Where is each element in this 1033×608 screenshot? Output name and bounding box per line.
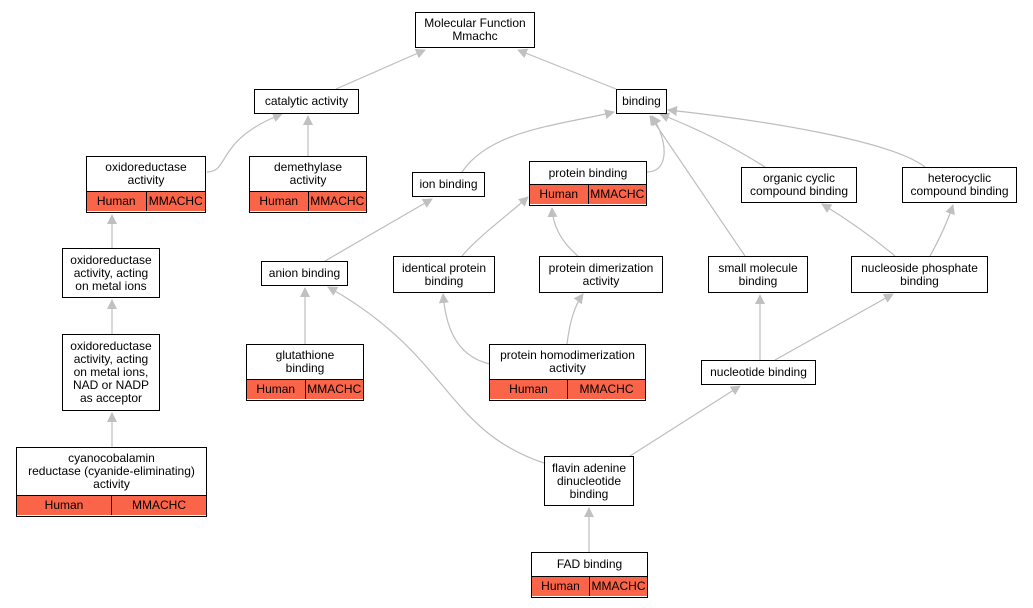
node-nucleotide-binding[interactable]: nucleotide binding	[701, 360, 816, 385]
node-label: flavin adenine dinucleotide binding	[551, 460, 627, 501]
node-protein-homodimerization-activity[interactable]: protein homodimerization activity Human …	[489, 344, 646, 401]
species-cell: Human	[44, 498, 84, 512]
node-fad-binding[interactable]: FAD binding Human MMACHC	[531, 552, 648, 598]
edge-orgcyc-to-bind	[659, 112, 766, 168]
node-label: anion binding	[268, 266, 341, 280]
annotation-row: Human MMACHC	[17, 495, 206, 515]
node-protein-binding[interactable]: protein binding Human MMACHC	[529, 161, 647, 206]
annotation-row: Human MMACHC	[490, 379, 645, 399]
edge-protdim-to-protb	[547, 207, 579, 257]
species-cell: Human	[256, 382, 296, 396]
node-label: protein dimerization activity	[548, 260, 654, 288]
node-label: Molecular Function Mmachc	[424, 16, 526, 43]
gene-cell: MMACHC	[567, 380, 645, 399]
node-label: catalytic activity	[264, 94, 349, 108]
edge-smallmol-to-bind	[649, 115, 746, 257]
species-cell: Human	[96, 194, 136, 208]
species-cell: Human	[509, 382, 548, 396]
annotation-row: Human MMACHC	[247, 379, 363, 399]
node-binding[interactable]: binding	[616, 89, 667, 114]
edge-ionb-to-bind	[461, 109, 615, 173]
annotation-row: Human MMACHC	[532, 576, 647, 596]
node-label: nucleoside phosphate binding	[861, 260, 978, 288]
node-label: ion binding	[419, 177, 478, 191]
gene-cell: MMACHC	[145, 192, 206, 211]
annotation-row: Human MMACHC	[530, 184, 646, 204]
edge-homodim-to-protdim	[566, 293, 584, 345]
annotation-row: Human MMACHC	[87, 191, 205, 211]
node-label: nucleotide binding	[710, 365, 807, 379]
edge-hetcyc-to-bind	[667, 106, 926, 168]
node-label: cyanocobalamin reductase (cyanide-elimin…	[28, 451, 195, 491]
node-label: oxidoreductase activity, acting on metal…	[70, 252, 152, 293]
node-label: oxidoreductase activity	[105, 160, 187, 187]
edge-nucb-to-nucphos	[774, 293, 894, 361]
edge-flavin-to-anion	[327, 286, 545, 464]
node-label: FAD binding	[556, 557, 623, 571]
node-oxidoreductase-activity[interactable]: oxidoreductase activity Human MMACHC	[86, 156, 206, 213]
gene-cell: MMACHC	[111, 496, 206, 515]
species-cell: Human	[259, 194, 299, 208]
edge-nucphos-to-hetcyc	[929, 204, 955, 257]
node-organic-cyclic-compound-binding[interactable]: organic cyclic compound binding	[741, 167, 857, 203]
gene-cell: MMACHC	[587, 185, 647, 204]
node-label: identical protein binding	[401, 260, 487, 288]
node-catalytic-activity[interactable]: catalytic activity	[254, 89, 359, 114]
species-cell: Human	[539, 187, 579, 201]
node-protein-dimerization-activity[interactable]: protein dimerization activity	[539, 256, 663, 293]
node-anion-binding[interactable]: anion binding	[261, 261, 348, 286]
edge-identprot-to-protb	[461, 196, 529, 257]
node-label: demethylase activity	[273, 160, 343, 187]
edge-anion-to-ionb	[324, 198, 433, 262]
node-label: small molecule binding	[718, 260, 798, 288]
gene-cell: MMACHC	[304, 380, 364, 399]
edge-bind-to-mf	[517, 48, 617, 90]
node-small-molecule-binding[interactable]: small molecule binding	[708, 256, 808, 293]
node-molecular-function[interactable]: Molecular Function Mmachc	[415, 12, 535, 48]
edge-cat-to-mf	[335, 49, 426, 90]
node-glutathione-binding[interactable]: glutathione binding Human MMACHC	[246, 344, 364, 401]
node-label: heterocyclic compound binding	[910, 171, 1009, 198]
node-identical-protein-binding[interactable]: identical protein binding	[393, 256, 495, 293]
gene-cell: MMACHC	[307, 192, 367, 211]
node-label: organic cyclic compound binding	[749, 171, 849, 198]
node-nucleoside-phosphate-binding[interactable]: nucleoside phosphate binding	[851, 256, 988, 293]
edge-oxred-to-cat	[206, 112, 283, 173]
node-label: protein binding	[548, 165, 628, 180]
node-label: binding	[622, 94, 661, 108]
node-oxidoreductase-nad-nadp-acceptor[interactable]: oxidoreductase activity, acting on metal…	[62, 334, 160, 411]
node-ion-binding[interactable]: ion binding	[412, 172, 485, 197]
node-oxidoreductase-acting-on-metal-ions[interactable]: oxidoreductase activity, acting on metal…	[62, 248, 160, 298]
node-cyanocobalamin-reductase-activity[interactable]: cyanocobalamin reductase (cyanide-elimin…	[16, 447, 207, 517]
species-cell: Human	[541, 579, 580, 593]
edge-flavin-to-nucb	[629, 385, 741, 457]
edge-nucphos-to-orgcyc	[821, 203, 896, 257]
node-heterocyclic-compound-binding[interactable]: heterocyclic compound binding	[902, 167, 1017, 203]
gene-cell: MMACHC	[589, 577, 647, 596]
node-demethylase-activity[interactable]: demethylase activity Human MMACHC	[249, 156, 367, 213]
annotation-row: Human MMACHC	[250, 191, 366, 211]
node-label: protein homodimerization activity	[500, 348, 635, 375]
edge-homodim-to-identprot	[438, 293, 491, 365]
node-label: oxidoreductase activity, acting on metal…	[70, 339, 152, 405]
edge-layer	[107, 48, 955, 552]
node-flavin-adenine-dinucleotide-binding[interactable]: flavin adenine dinucleotide binding	[544, 456, 634, 506]
node-label: glutathione binding	[275, 348, 335, 375]
